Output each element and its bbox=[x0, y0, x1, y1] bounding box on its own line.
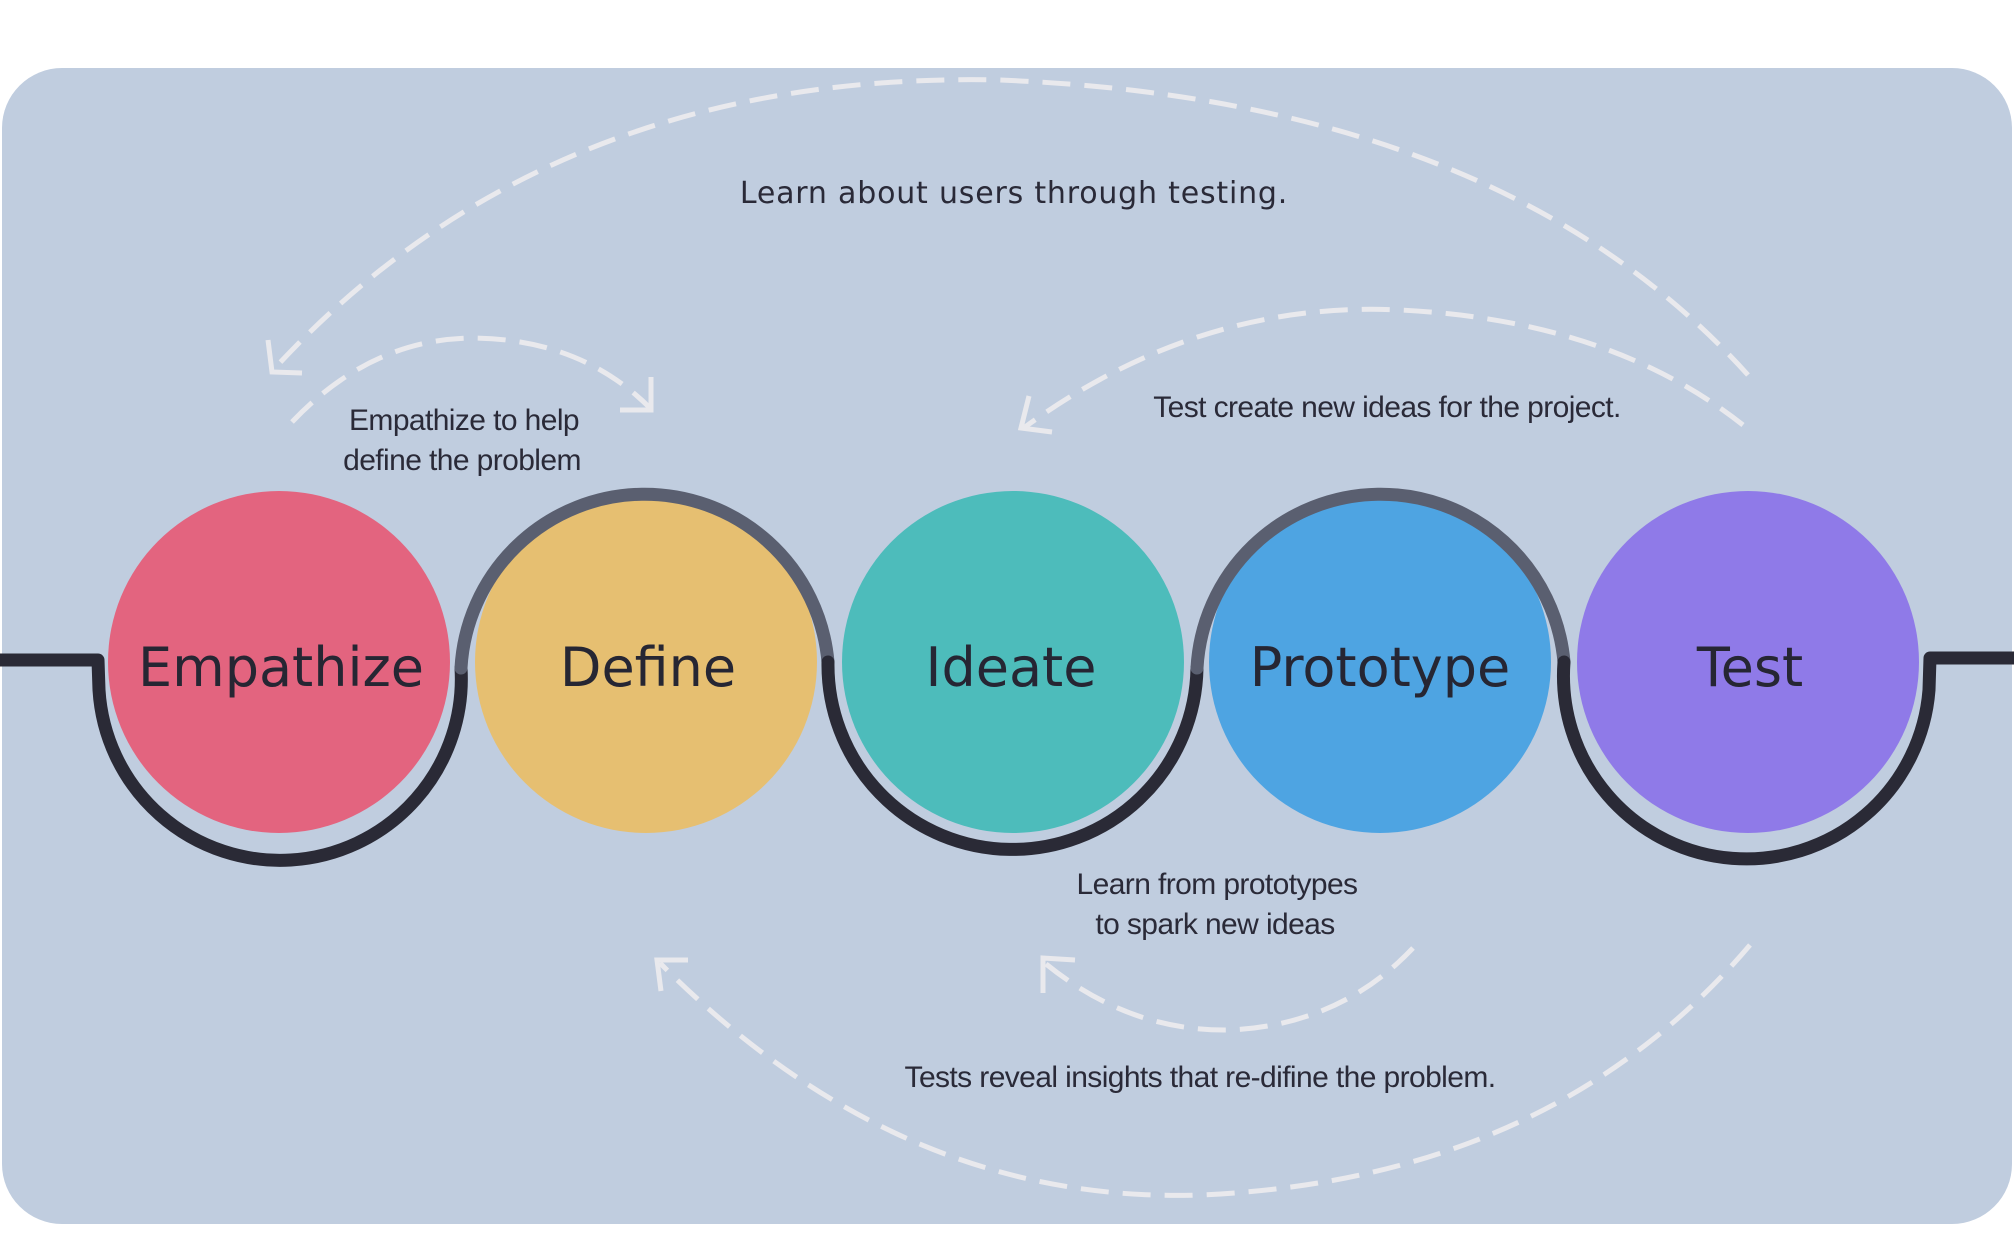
note-learn-from-prototypes-line2: to spark new ideas bbox=[1095, 908, 1334, 941]
stage-label-prototype: Prototype bbox=[1250, 636, 1511, 699]
arrow-empathize-to-define bbox=[290, 335, 652, 424]
circle-empathize bbox=[108, 491, 450, 833]
arrow-test-to-empathize bbox=[273, 77, 1750, 377]
stage-label-test: Test bbox=[1696, 636, 1803, 699]
note-test-create-ideas: Test create new ideas for the project. bbox=[1153, 391, 1620, 424]
circle-define bbox=[475, 491, 817, 833]
circle-prototype bbox=[1209, 491, 1551, 833]
arrowhead-define-bottom-icon bbox=[654, 957, 688, 992]
wave-segment-test bbox=[1556, 651, 2014, 866]
arrow-test-to-define bbox=[658, 943, 1752, 1198]
arrow-prototype-to-ideate bbox=[1044, 946, 1415, 1033]
arrowhead-ideate-bottom-icon bbox=[1040, 955, 1076, 993]
wave-segment-prototype bbox=[1190, 487, 1571, 675]
note-learn-about-users: Learn about users through testing. bbox=[740, 176, 1288, 211]
arrowhead-empathize-icon bbox=[265, 339, 303, 376]
stage-label-define: Define bbox=[560, 636, 736, 699]
arrowhead-ideate-icon bbox=[1017, 395, 1053, 435]
stage-label-empathize: Empathize bbox=[138, 636, 424, 699]
stage-label-ideate: Ideate bbox=[926, 636, 1097, 699]
arrowhead-define-icon bbox=[620, 377, 654, 413]
wave-segment-define bbox=[454, 487, 835, 675]
circle-test bbox=[1577, 491, 1919, 833]
note-learn-from-prototypes-line1: Learn from prototypes bbox=[1077, 868, 1358, 901]
circle-ideate bbox=[842, 491, 1184, 833]
note-tests-reveal-insights: Tests reveal insights that re-difine the… bbox=[905, 1061, 1496, 1094]
wave-line bbox=[0, 487, 2014, 867]
wave-segment-empathize bbox=[0, 653, 468, 867]
wave-segment-ideate bbox=[821, 655, 1204, 856]
arrow-test-to-ideate bbox=[1023, 306, 1745, 430]
note-empathize-help-line1: Empathize to help bbox=[349, 404, 579, 437]
note-empathize-help-line2: define the problem bbox=[343, 444, 581, 477]
